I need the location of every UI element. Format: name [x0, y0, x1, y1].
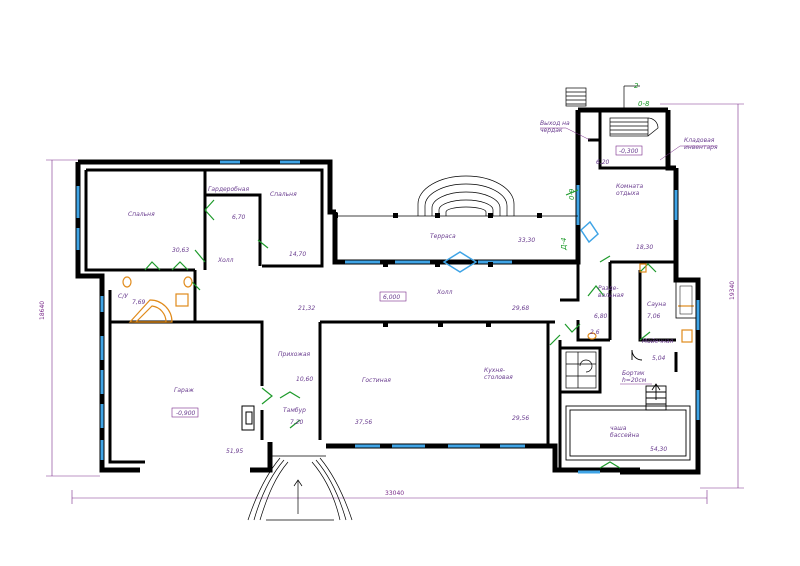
room-changing: Разде-вальная [598, 285, 624, 299]
room-hall-small: Холл [217, 257, 234, 264]
room-dressing: Гардеробная [208, 186, 249, 193]
upper-stair [565, 85, 659, 137]
area-wc2: 2,6 [590, 329, 600, 336]
terrace-steps [336, 175, 578, 217]
room-garage: Гараж [174, 387, 195, 394]
area-kitchen-bottom: 29,56 [512, 415, 529, 422]
garage-level: -0,900 [176, 410, 196, 417]
room-living: Гостиная [362, 377, 391, 384]
area-storage: 6,20 [596, 159, 610, 166]
area-wc: 7,69 [132, 299, 146, 306]
interior-walls [84, 110, 678, 470]
room-bedroom1: Спальня [128, 211, 155, 218]
area-bedroom2: 14,70 [289, 251, 306, 258]
area-kitchen-top: 29,68 [512, 305, 529, 312]
left-height-dimension: 18640 [39, 301, 46, 320]
area-terrace: 33,30 [518, 237, 535, 244]
area-bedroom1: 30,63 [172, 247, 189, 254]
attic-level-box [615, 145, 643, 156]
right-height-dimension: 19340 [729, 281, 736, 300]
fireplace [241, 405, 255, 431]
area-changing: 6,80 [594, 313, 608, 320]
leader-lines [540, 127, 716, 385]
area-vestibule: 7,20 [290, 419, 304, 426]
area-guest: 18,30 [636, 244, 653, 251]
room-terrace: Терраса [430, 233, 456, 240]
room-wc: С/У [118, 293, 128, 300]
attic-level: -0,300 [619, 148, 639, 155]
room-hall: Холл [436, 289, 453, 296]
room-bedroom2: Спальня [270, 191, 297, 198]
hall-level: 6,000 [383, 294, 400, 301]
area-pool: 54,30 [650, 446, 667, 453]
columns [333, 213, 542, 327]
axis-mark-08: 0-8 [638, 100, 650, 108]
pool [565, 349, 691, 461]
windows [76, 160, 700, 474]
axis-mark-09: 0-9 [568, 188, 576, 200]
doors [144, 189, 657, 469]
width-dimension: 33040 [385, 490, 404, 497]
hall-level-box [379, 291, 407, 302]
entrance-stairs [247, 455, 353, 521]
area-anteroom: 10,60 [296, 376, 313, 383]
room-shower: Мойечная [642, 338, 674, 345]
area-garage: 51,95 [226, 448, 243, 455]
sanitary-fixtures [122, 263, 697, 343]
axis-mark-top: 2 [634, 82, 639, 90]
area-sauna: 7,06 [647, 313, 661, 320]
area-dressing: 6,70 [232, 214, 246, 221]
room-vestibule: Тамбур [283, 407, 306, 414]
area-hall-small: 21,32 [298, 305, 315, 312]
dimension-lines [46, 103, 744, 504]
room-kitchen: Кухня-столовая [484, 367, 513, 381]
internal-stair [565, 351, 597, 389]
area-shower: 5,04 [652, 355, 666, 362]
garage-level-box [171, 407, 199, 418]
room-sauna: Сауна [647, 301, 666, 308]
area-living: 37,56 [355, 419, 372, 426]
glass-feature [442, 220, 599, 273]
room-anteroom: Прихожая [278, 351, 311, 358]
axis-mark-d4: Д-4 [560, 238, 568, 251]
